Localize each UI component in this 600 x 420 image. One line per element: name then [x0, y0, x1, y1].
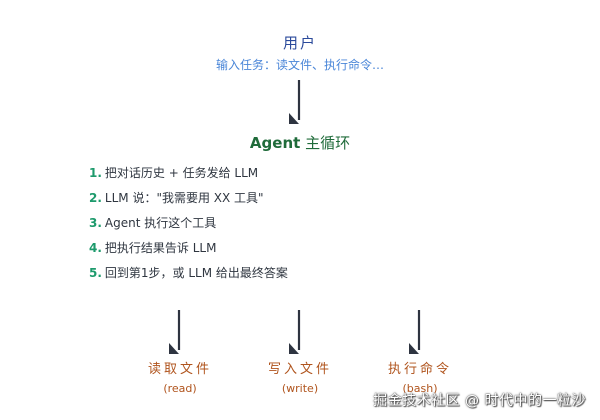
tool-write-name: 写入文件	[267, 362, 332, 377]
tool-read-sub: (read)	[163, 382, 197, 395]
step-item: 5.回到第1步，或 LLM 给出最终答案	[89, 264, 288, 289]
tool-bash-sub: (bash)	[402, 382, 438, 395]
arrow-agent-to-read	[169, 310, 181, 354]
step-text: 把对话历史 + 任务发给 LLM	[104, 166, 259, 180]
step-number: 1.	[89, 166, 102, 180]
tool-write-sub: (write)	[281, 382, 319, 395]
step-item: 3.Agent 执行这个工具	[89, 214, 288, 239]
step-item: 2.LLM 说："我需要用 XX 工具"	[89, 189, 288, 214]
watermark: 掘金技术社区 @ 时代中的一粒沙	[373, 393, 586, 409]
tool-bash: 执行命令 (bash)	[360, 358, 480, 395]
step-text: 把执行结果告诉 LLM	[104, 241, 217, 255]
tool-read-name: 读取文件	[147, 362, 212, 377]
step-number: 4.	[89, 241, 102, 255]
arrow-agent-to-bash	[409, 310, 421, 354]
step-text: Agent 执行这个工具	[104, 216, 217, 230]
step-text: 回到第1步，或 LLM 给出最终答案	[104, 266, 288, 280]
agent-title-bold: Agent	[249, 134, 301, 152]
step-text: LLM 说："我需要用 XX 工具"	[104, 191, 264, 205]
tool-read: 读取文件 (read)	[120, 358, 240, 395]
step-item: 1.把对话历史 + 任务发给 LLM	[89, 164, 288, 189]
loop-steps-list: 1.把对话历史 + 任务发给 LLM 2.LLM 说："我需要用 XX 工具" …	[89, 164, 288, 289]
user-title: 用户	[282, 34, 317, 52]
step-number: 3.	[89, 216, 102, 230]
agent-loop-title: Agent 主循环	[0, 132, 600, 153]
step-number: 2.	[89, 191, 102, 205]
user-subtitle: 输入任务：读文件、执行命令…	[215, 58, 384, 72]
arrow-agent-to-write	[289, 310, 301, 354]
step-number: 5.	[89, 266, 102, 280]
tool-bash-name: 执行命令	[387, 362, 452, 377]
tool-write: 写入文件 (write)	[240, 358, 360, 395]
step-item: 4.把执行结果告诉 LLM	[89, 239, 288, 264]
agent-title-rest: 主循环	[300, 134, 351, 152]
arrow-user-to-agent	[289, 80, 301, 124]
